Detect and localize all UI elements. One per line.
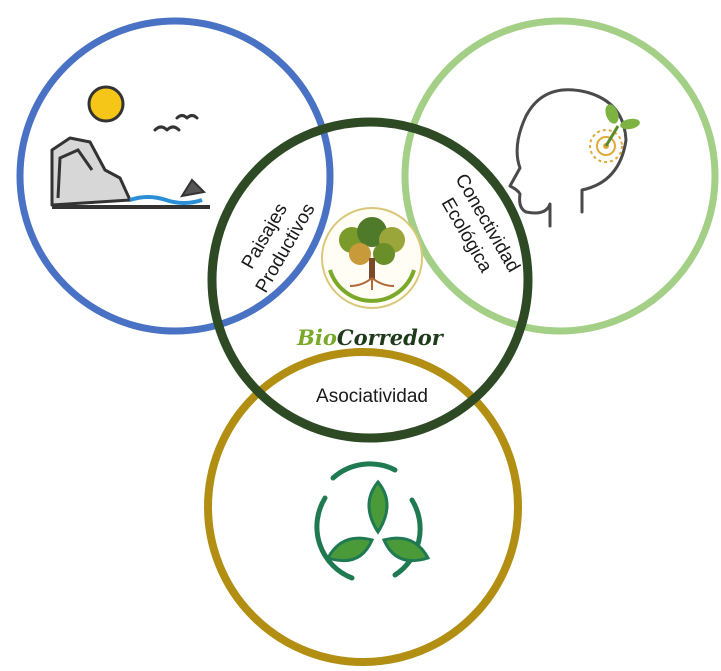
- brand-bio: Bio: [296, 325, 337, 350]
- landscape-ring: [16, 17, 334, 335]
- biocorredor-brand: BioCorredor: [296, 325, 445, 350]
- brand-corredor: Corredor: [337, 325, 445, 350]
- asociatividad-label: Asociatividad: [316, 386, 428, 407]
- paisajes-productivos-label: Paisajes Productivos: [238, 200, 320, 297]
- coastal-landscape-icon: [50, 85, 210, 209]
- three-leaves-icon: [314, 461, 431, 581]
- association-ring: [204, 348, 522, 666]
- biocorredor-tree-logo: [321, 207, 423, 309]
- ecology-ring: [401, 17, 719, 335]
- head-sprout-icon: [508, 88, 640, 228]
- center-ring: [207, 117, 533, 443]
- conectividad-ecologica-label: Conectividad Ecológica: [437, 170, 524, 276]
